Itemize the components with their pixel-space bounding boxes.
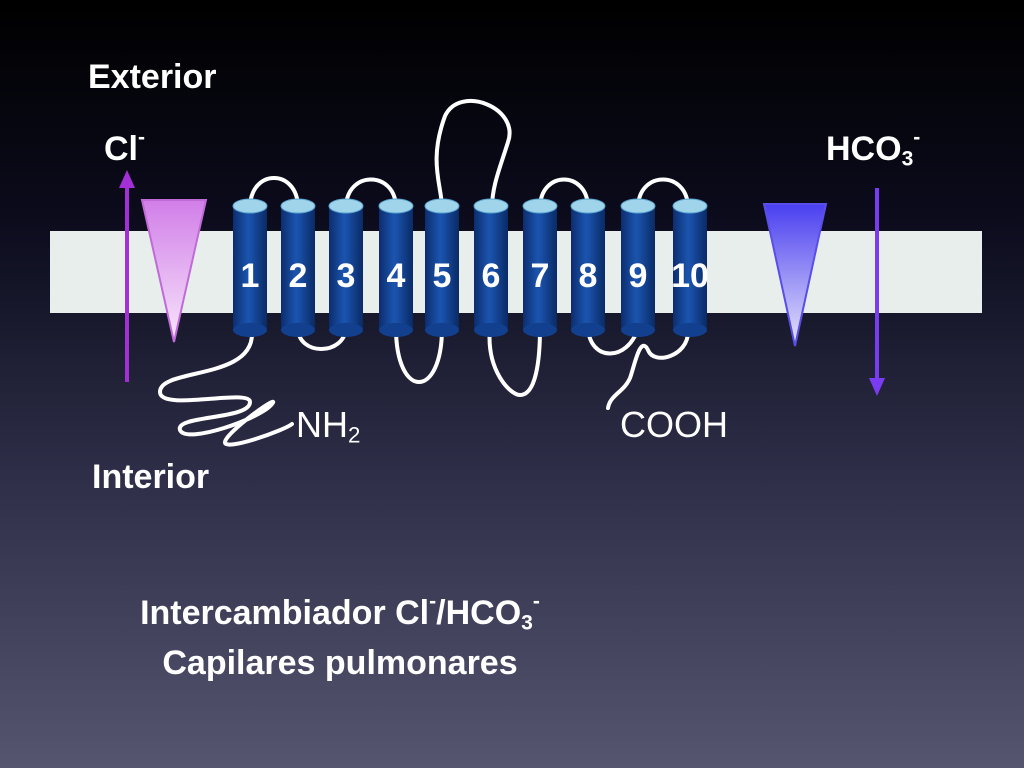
helix-3 (328, 198, 364, 337)
segment-number: 3 (337, 257, 356, 295)
exterior-label: Exterior (88, 58, 217, 96)
segment-number: 5 (433, 257, 452, 295)
loop-7-8 (538, 177, 590, 210)
hco3-transport-triangle (762, 203, 828, 347)
n-terminus-symbol: NH (296, 404, 348, 445)
loop-1-2 (248, 176, 300, 210)
loop-9-10 (636, 177, 690, 210)
segment-number: 9 (629, 257, 648, 295)
hco3-influx-arrow (869, 188, 885, 396)
cell-membrane (50, 231, 982, 313)
transmembrane-helices (232, 198, 708, 337)
title-exchanger-text: Intercambiador Cl (140, 594, 430, 632)
segment-number: 6 (482, 257, 501, 295)
cl-transport-triangle (140, 199, 208, 343)
loop-6-7 (487, 326, 542, 398)
segment-number: 2 (289, 257, 308, 295)
helix-1 (232, 198, 268, 337)
bicarbonate-charge: - (913, 126, 921, 150)
helix-5 (424, 198, 460, 337)
segment-number: 7 (531, 257, 550, 295)
title-bicarbonate-charge: - (532, 590, 540, 614)
c-terminus-chain (606, 330, 690, 410)
n-terminus-chain (157, 332, 294, 447)
protein-loops (157, 98, 690, 447)
title-line-2: Capilares pulmonares (162, 644, 518, 682)
segment-number: 10 (671, 257, 709, 295)
segment-number: 4 (387, 257, 406, 295)
interior-label: Interior (92, 458, 210, 496)
segment-number: 8 (579, 257, 598, 295)
chloride-charge: - (138, 126, 146, 150)
cl-efflux-arrow (119, 170, 135, 382)
bicarbonate-symbol: HCO (826, 130, 902, 168)
title-chloride-charge: - (429, 590, 437, 614)
c-terminus-label: COOH (620, 404, 728, 445)
chloride-symbol: Cl (104, 130, 138, 168)
loop-5-6 (434, 98, 512, 210)
helix-2 (280, 198, 316, 337)
chloride-ion-label: Cl- (104, 127, 145, 169)
bicarbonate-ion-label: HCO3- (826, 127, 920, 171)
helix-4 (378, 198, 414, 337)
helix-10 (672, 198, 708, 337)
title-bicarbonate-subscript: 3 (521, 611, 533, 635)
title-bicarbonate-text: /HCO (436, 594, 522, 632)
loop-3-4 (344, 177, 398, 210)
n-terminus-subscript: 2 (348, 422, 361, 448)
loop-4-5 (394, 326, 444, 384)
helix-9 (620, 198, 656, 337)
slide-title: Intercambiador Cl-/HCO3- Capilares pulmo… (60, 588, 620, 688)
helix-8 (570, 198, 606, 337)
bicarbonate-subscript: 3 (901, 147, 914, 171)
loop-8-9 (586, 326, 640, 356)
title-line-1: Intercambiador Cl-/HCO3- (60, 588, 620, 638)
n-terminus-label: NH2 (296, 404, 360, 446)
helix-7 (522, 198, 558, 337)
segment-number: 1 (241, 257, 260, 295)
helix-6 (473, 198, 509, 337)
